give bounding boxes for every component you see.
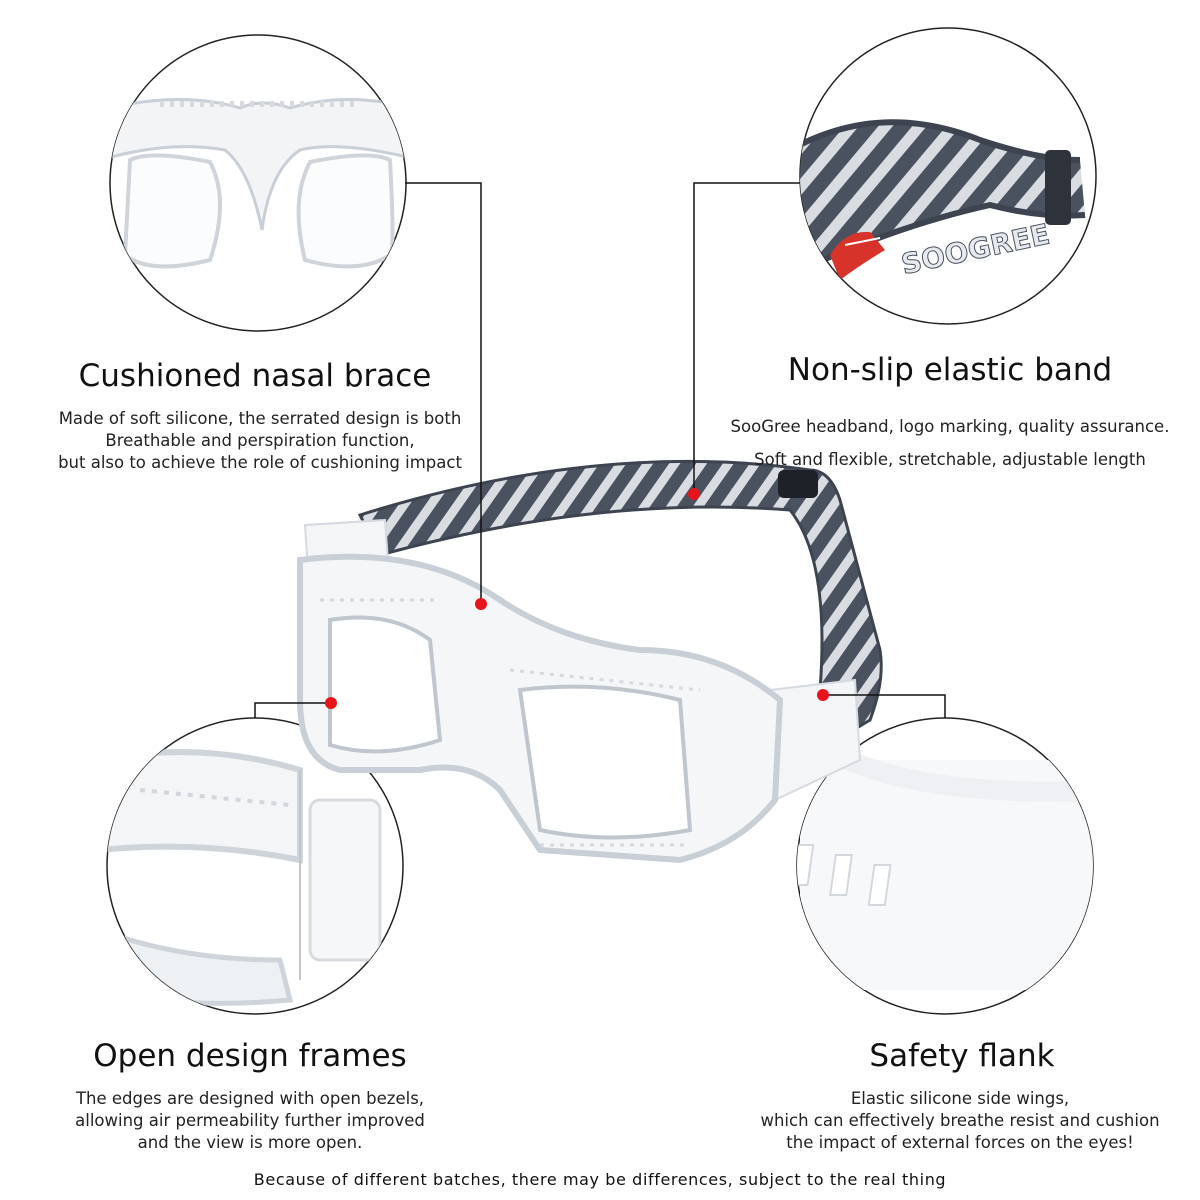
flank-closeup: [796, 717, 1094, 1015]
desc-line: Made of soft silicone, the serrated desi…: [58, 409, 462, 428]
callout-lines: [254, 182, 946, 718]
nasal-brace-title: Cushioned nasal brace: [78, 358, 432, 394]
desc-line: SooGree headband, logo marking, quality …: [730, 417, 1170, 436]
desc-line: the impact of external forces on the eye…: [786, 1133, 1134, 1152]
desc-line: allowing air permeability further improv…: [75, 1111, 425, 1130]
nasal-brace-description: Made of soft silicone, the serrated desi…: [40, 408, 480, 474]
callout-line-flank: [823, 694, 946, 718]
nasal-brace-closeup: [109, 34, 407, 332]
safety-flank-description: Elastic silicone side wings, which can e…: [730, 1088, 1190, 1154]
desc-line: which can effectively breathe resist and…: [760, 1111, 1160, 1130]
marker-flank: [817, 689, 829, 701]
desc-line: and the view is more open.: [137, 1133, 363, 1152]
marker-nasal: [475, 598, 487, 610]
elastic-band-description: SooGree headband, logo marking, quality …: [720, 410, 1180, 476]
safety-flank-title: Safety flank: [869, 1038, 1055, 1074]
desc-line: Breathable and perspiration function,: [105, 431, 415, 450]
open-frames-description: The edges are designed with open bezels,…: [30, 1088, 470, 1154]
goggles-main: [297, 459, 883, 864]
desc-line: The edges are designed with open bezels,: [75, 1089, 425, 1108]
disclaimer-footer: Because of different batches, there may …: [253, 1170, 947, 1189]
desc-line: Elastic silicone side wings,: [850, 1089, 1070, 1108]
open-frames-title: Open design frames: [93, 1038, 407, 1074]
callout-line-nasal: [405, 182, 482, 604]
desc-line: but also to achieve the role of cushioni…: [58, 453, 462, 472]
marker-band: [688, 488, 700, 500]
callout-line-band: [693, 182, 800, 494]
markers: [325, 488, 829, 709]
elastic-band-closeup: SOOGREE: [799, 27, 1097, 325]
elastic-band-title: Non-slip elastic band: [787, 352, 1113, 388]
callout-line-frames: [254, 702, 331, 718]
desc-line: Soft and flexible, stretchable, adjustab…: [754, 450, 1146, 469]
marker-frames: [325, 697, 337, 709]
